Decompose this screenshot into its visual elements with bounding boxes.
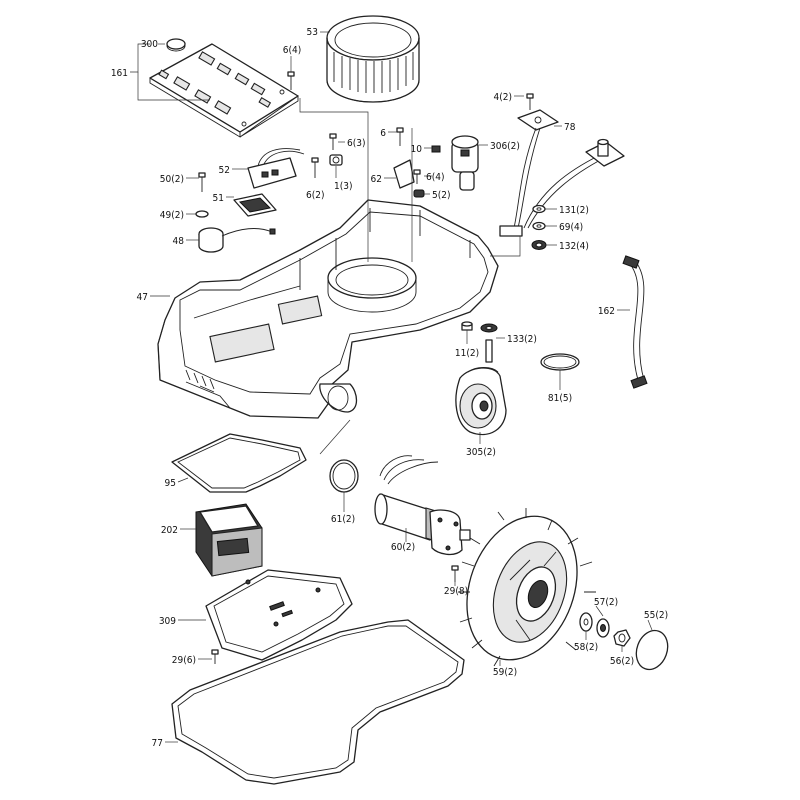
label-61-2: 61(2) (331, 514, 355, 525)
part-53-grille-ring (326, 15, 420, 103)
label-55-2: 55(2) (644, 610, 668, 621)
part-6-screw-single (396, 127, 404, 146)
part-161-circuit-board (149, 43, 299, 138)
label-132-4: 132(4) (559, 241, 589, 252)
label-51: 51 (213, 193, 224, 204)
part-300-coin-battery (166, 38, 186, 52)
part-49-washer (195, 210, 209, 218)
part-57-nut (596, 618, 610, 638)
part-4-screw (526, 93, 534, 110)
label-131-2: 131(2) (559, 205, 589, 216)
part-59-rear-wheel (458, 508, 596, 667)
label-50-2: 50(2) (160, 174, 184, 185)
part-1-cable-clip (329, 154, 343, 166)
part-5-clip (413, 189, 425, 198)
part-11-nut (461, 321, 473, 331)
label-6: 6 (380, 128, 386, 139)
label-202: 202 (161, 525, 178, 536)
part-58-washer (579, 612, 593, 632)
part-133-bushing (480, 323, 498, 363)
part-61-o-ring (329, 459, 359, 493)
label-6-3: 6(3) (347, 138, 365, 149)
part-60-drive-motor (374, 455, 471, 556)
part-62-bracket (393, 159, 415, 189)
part-10-clip (431, 145, 441, 153)
label-1-3: 1(3) (334, 181, 352, 192)
part-48-buzzer (198, 227, 276, 253)
label-6-2: 6(2) (306, 190, 324, 201)
part-6-screw-2 (311, 157, 319, 178)
part-50-screw (198, 172, 206, 192)
part-95-gasket (171, 433, 307, 493)
label-306-2: 306(2) (490, 141, 520, 152)
label-4-2: 4(2) (494, 92, 512, 103)
label-133-2: 133(2) (507, 334, 537, 345)
part-306-motor-housing (451, 135, 479, 191)
label-10: 10 (411, 144, 423, 155)
label-11-2: 11(2) (455, 348, 479, 359)
label-77: 77 (152, 738, 163, 749)
part-56-lock-nut (613, 629, 631, 647)
label-49-2: 49(2) (160, 210, 184, 221)
label-300: 300 (141, 39, 158, 50)
leader-lines (130, 31, 653, 743)
label-6-4-top: 6(4) (283, 45, 301, 56)
label-52: 52 (219, 165, 230, 176)
part-labels: 300 161 6(4) 53 4(2) 78 6(3) 6 10 306(2)… (111, 27, 668, 749)
label-48: 48 (173, 236, 185, 247)
label-57-2: 57(2) (594, 597, 618, 608)
label-162: 162 (598, 306, 615, 317)
part-162-cable (622, 255, 648, 389)
label-309: 309 (159, 616, 176, 627)
label-60-2: 60(2) (391, 542, 415, 553)
part-47-chassis (157, 199, 499, 419)
label-59-2: 59(2) (493, 667, 517, 678)
label-81-5: 81(5) (548, 393, 572, 404)
label-62: 62 (371, 174, 382, 185)
part-132-bearing (531, 240, 547, 250)
part-305-caster-wheel (455, 367, 507, 436)
part-202-battery (195, 503, 263, 577)
part-6-screw-3 (329, 133, 337, 150)
part-77-large-seal (171, 619, 465, 785)
label-5-2: 5(2) (432, 190, 450, 201)
label-58-2: 58(2) (574, 642, 598, 653)
part-69-washer (532, 221, 546, 231)
label-161: 161 (111, 68, 128, 79)
label-47: 47 (137, 292, 148, 303)
label-29-6: 29(6) (172, 655, 196, 666)
part-81-ring-clamp (540, 353, 580, 371)
part-78-sensor-harness (499, 109, 625, 237)
part-52-connector (247, 148, 305, 189)
label-305-2: 305(2) (466, 447, 496, 458)
label-56-2: 56(2) (610, 656, 634, 667)
label-95: 95 (165, 478, 176, 489)
part-55-hub-cap (635, 629, 669, 671)
label-29-8: 29(8) (444, 586, 468, 597)
label-78: 78 (564, 122, 576, 133)
part-29-screw-6 (211, 649, 219, 664)
part-6-screw-top (287, 71, 295, 90)
part-6-screw-mid (413, 169, 421, 184)
part-51-pad (233, 193, 277, 217)
part-309-battery-cover (205, 569, 353, 661)
part-29-screw-8 (451, 565, 459, 582)
label-69-4: 69(4) (559, 222, 583, 233)
label-6-4-mid: 6(4) (426, 172, 444, 183)
label-53: 53 (307, 27, 318, 38)
part-131-washer (532, 204, 546, 214)
